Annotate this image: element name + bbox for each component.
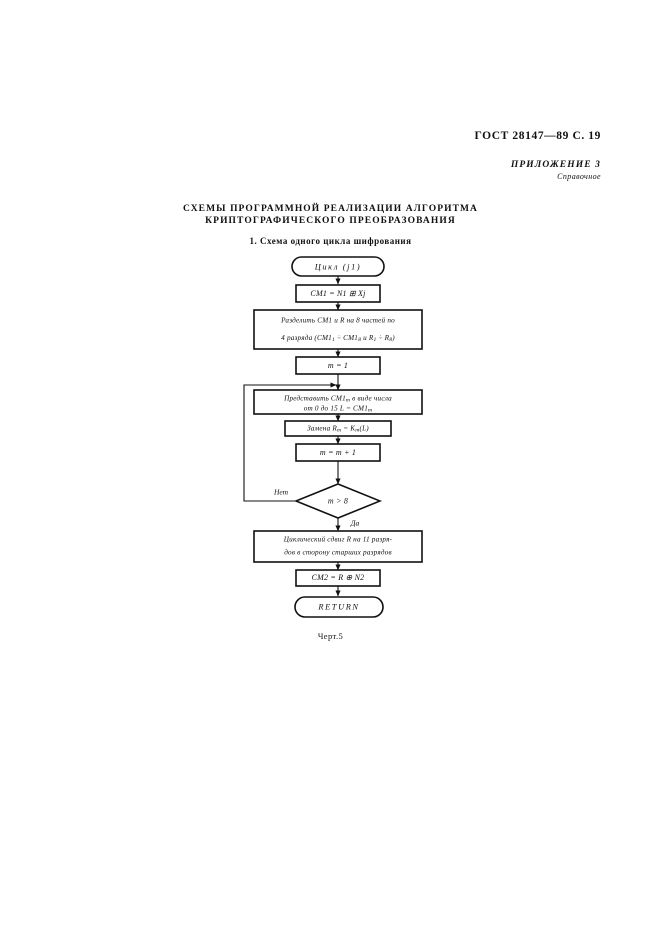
n5-sub2: m <box>355 428 359 434</box>
flow-node-n3: m = 1 <box>295 356 381 375</box>
n3-shape <box>295 356 381 375</box>
n2-l2-sub2: 8 <box>358 337 361 343</box>
decision-label: m > 8 <box>328 496 348 505</box>
flow-node-end: RETURN <box>294 596 384 618</box>
n2-l2-sub4: 8 <box>389 337 392 343</box>
figure-caption: Черт.5 <box>317 631 344 641</box>
n6-label: m = m + 1 <box>320 448 356 457</box>
n4-label-line2: от 0 до 15 L = CM1m <box>304 404 373 414</box>
annex-subtitle: Справочное <box>557 172 601 181</box>
n1-label: CM1 = N1 ⊞ Xj <box>310 289 366 298</box>
n5-sub1: m <box>337 428 341 434</box>
n1-shape <box>295 284 381 303</box>
flow-node-n5: Замена Rm = Km(L) <box>284 420 392 437</box>
n4-l1-b: в виде числа <box>350 394 392 402</box>
n4-l1-sub: m <box>346 398 350 404</box>
n2-l2-c: и R <box>361 334 374 342</box>
n2-l2-d: ÷ R <box>377 334 390 342</box>
edge-decision-no-loopback <box>243 384 330 502</box>
decision-no-label: Нет <box>273 488 289 497</box>
decision-shape <box>293 483 383 519</box>
n8-label-line1: Циклический сдвиг R на 11 разря- <box>283 536 393 544</box>
n9-shape <box>295 569 381 587</box>
flow-node-n8: Циклический сдвиг R на 11 разря- дов в с… <box>253 530 423 563</box>
flow-node-n1: CM1 = N1 ⊞ Xj <box>295 284 381 303</box>
annex-block: ПРИЛОЖЕНИЕ 3 Справочное <box>511 160 601 181</box>
end-label: RETURN <box>317 602 359 611</box>
document-header: ГОСТ 28147—89 С. 19 <box>474 130 601 142</box>
n2-shape <box>253 309 423 350</box>
start-terminator-shape <box>291 256 385 277</box>
end-terminator-shape <box>294 596 384 618</box>
n2-label-line1: Разделить CM1 и R на 8 частей по <box>280 317 395 325</box>
n4-shape <box>253 389 423 415</box>
main-title-line-1: СХЕМЫ ПРОГРАММНОЙ РЕАЛИЗАЦИИ АЛГОРИТМА <box>182 204 479 214</box>
n2-l2-sub1: 1 <box>332 337 335 343</box>
n5-c: (L) <box>360 424 370 432</box>
flow-node-n6: m = m + 1 <box>295 443 381 462</box>
section-title: 1. Схема одного цикла шифрования <box>249 236 412 246</box>
n5-a: Замена R <box>307 424 337 432</box>
n4-l1-a: Представить CM1 <box>283 394 346 402</box>
n4-l2-sub: m <box>368 408 372 414</box>
main-title-line-2: КРИПТОГРАФИЧЕСКОГО ПРЕОБРАЗОВАНИЯ <box>205 216 456 226</box>
n4-l2-a: от 0 до 15 L = CM1 <box>304 404 368 412</box>
n3-label: m = 1 <box>328 361 348 370</box>
flow-node-n4: Представить CM1m в виде числа от 0 до 15… <box>253 389 423 415</box>
n6-shape <box>295 443 381 462</box>
start-label: Цикл (j1) <box>314 262 362 271</box>
n2-l2-b: ÷ CM1 <box>335 334 358 342</box>
decision-yes-label: Да <box>350 519 360 528</box>
flow-node-start: Цикл (j1) <box>291 256 385 277</box>
n2-l2-e: ) <box>391 334 395 342</box>
annex-title: ПРИЛОЖЕНИЕ 3 <box>510 160 601 170</box>
n8-label-line2: дов в сторону старших разрядов <box>284 549 392 557</box>
n5-label: Замена Rm = Km(L) <box>307 424 369 434</box>
n2-l2-a: 4 разряда (CM1 <box>281 334 332 342</box>
n2-l2-sub3: 1 <box>374 337 377 343</box>
flow-connectors <box>243 276 341 597</box>
n2-label-line2: 4 разряда (CM11 ÷ CM18 и R1 ÷ R8) <box>281 334 395 344</box>
n8-shape <box>253 530 423 563</box>
n4-label-line1: Представить CM1m в виде числа <box>283 394 392 404</box>
n9-label: CM2 = R ⊕ N2 <box>312 573 365 582</box>
flow-node-n2: Разделить CM1 и R на 8 частей по 4 разря… <box>253 309 423 350</box>
n5-b: = K <box>341 424 356 432</box>
n5-shape <box>284 420 392 437</box>
flow-node-decision: m > 8 Нет Да <box>273 483 383 528</box>
flow-node-n9: CM2 = R ⊕ N2 <box>295 569 381 587</box>
page-title: СХЕМЫ ПРОГРАММНОЙ РЕАЛИЗАЦИИ АЛГОРИТМА К… <box>0 203 661 227</box>
